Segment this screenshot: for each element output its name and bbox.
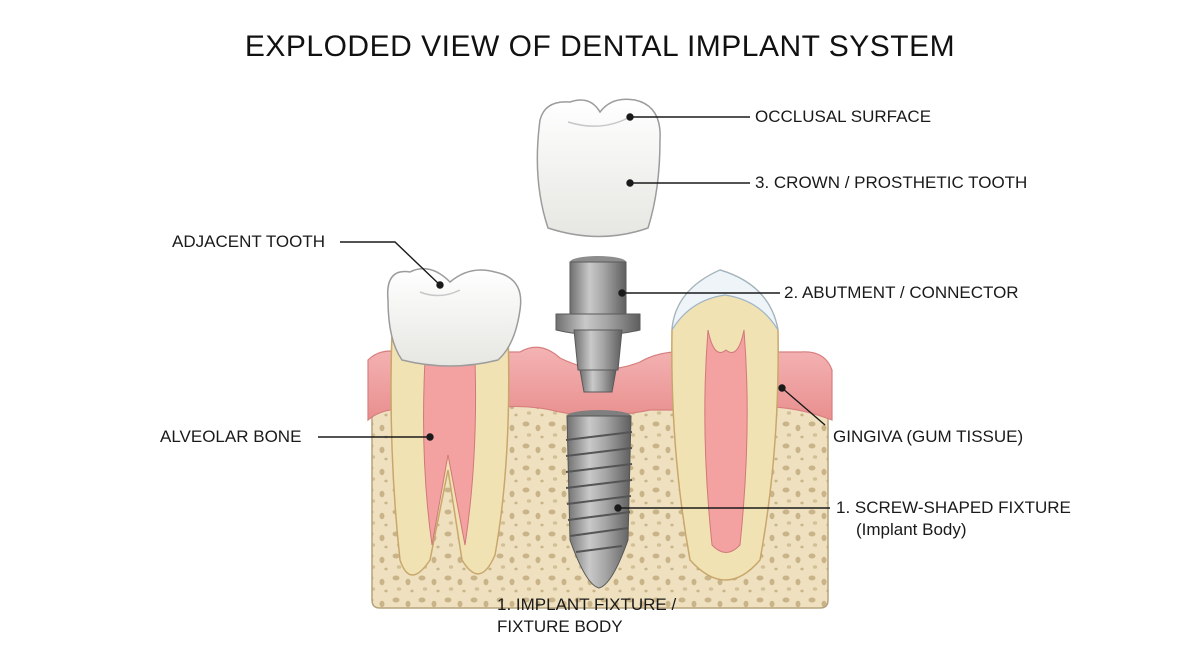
label-implant-fixture-line2: FIXTURE BODY xyxy=(497,617,623,636)
leader-adjacent xyxy=(340,241,441,286)
diagram-title: EXPLODED VIEW OF DENTAL IMPLANT SYSTEM xyxy=(244,30,956,63)
label-crown: 3. CROWN / PROSTHETIC TOOTH xyxy=(755,173,1028,192)
label-alveolar-bone: ALVEOLAR BONE xyxy=(160,427,302,446)
right-tooth-section xyxy=(671,269,779,581)
label-gingiva: GINGIVA (GUM TISSUE) xyxy=(833,427,1024,446)
label-implant-fixture: 1. IMPLANT FIXTURE / FIXTURE BODY xyxy=(497,594,676,638)
label-implant-fixture-line1: 1. IMPLANT FIXTURE / xyxy=(497,595,677,614)
implant-fixture-screw xyxy=(565,410,633,589)
label-occlusal-surface: OCCLUSAL SURFACE xyxy=(755,107,932,126)
prosthetic-crown xyxy=(536,98,661,238)
adjacent-tooth xyxy=(386,267,522,576)
label-abutment: 2. ABUTMENT / CONNECTOR xyxy=(784,283,1019,302)
label-screw-fixture-line1: 1. SCREW-SHAPED FIXTURE xyxy=(836,498,1071,517)
leader-gingiva xyxy=(781,387,826,426)
label-screw-fixture-line2: (Implant Body) xyxy=(856,520,967,539)
abutment-connector xyxy=(555,256,641,393)
leader-lines xyxy=(318,113,830,512)
label-screw-fixture: 1. SCREW-SHAPED FIXTURE (Implant Body) xyxy=(836,497,1071,541)
label-adjacent-tooth: ADJACENT TOOTH xyxy=(172,232,326,251)
